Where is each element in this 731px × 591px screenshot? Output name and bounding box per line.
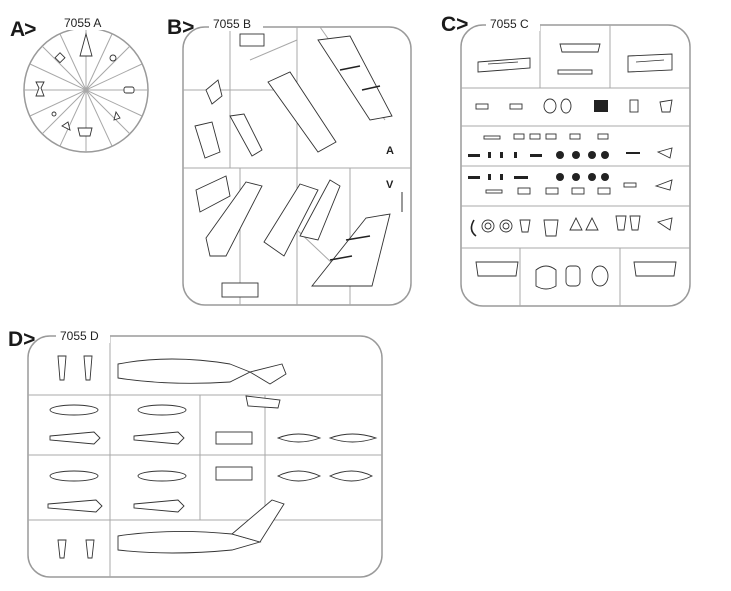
part-b-wing-panel-lines	[339, 65, 381, 91]
part-d-fuselage-lower	[117, 530, 262, 554]
sprue-c-code-bg	[486, 16, 540, 31]
part-c-small-r1-3	[543, 98, 557, 114]
part-c-canopy-right	[633, 261, 677, 277]
part-d-drop-tank-2	[328, 433, 378, 443]
part-d-pitot-1	[57, 355, 67, 381]
sprue-b-marker-lower: V	[386, 179, 394, 191]
part-c-rod	[557, 69, 593, 75]
part-d-tank-2	[137, 404, 187, 416]
part-a-small-1	[54, 52, 66, 64]
part-b-wing-lower-panel-lines	[329, 235, 371, 261]
part-d-drop-tank-3	[276, 470, 322, 482]
sprue-c-gates	[461, 25, 690, 306]
sprue-c-code: 7055 C	[490, 17, 529, 31]
part-d-tail-lower	[231, 499, 285, 543]
part-c-wheel	[591, 265, 609, 287]
sprue-c-letter: C>	[441, 13, 468, 36]
part-b-small-1	[205, 79, 223, 105]
sprue-c	[460, 24, 691, 307]
sprue-b-letter: B>	[167, 16, 194, 39]
part-b-fin-4	[299, 179, 341, 241]
sprue-d	[27, 335, 383, 578]
sprue-d-gates	[28, 336, 382, 577]
sprue-b-code: 7055 B	[213, 17, 251, 31]
sprue-d-frame	[27, 335, 383, 578]
part-d-pylon-1	[49, 431, 101, 445]
part-c-row-6	[470, 215, 673, 237]
part-a-small-6	[61, 121, 71, 131]
sprue-a-letter: A>	[10, 18, 36, 41]
sprue-d-code: 7055 D	[60, 329, 99, 343]
part-d-fuselage-upper	[117, 358, 252, 384]
part-d-part-5	[57, 539, 67, 559]
sprue-d-code-bg	[56, 328, 110, 343]
sprue-b-marker-upper: A	[386, 145, 394, 157]
sprue-a	[23, 27, 149, 153]
part-b-wing-lower-left	[205, 181, 263, 257]
part-c-row-3	[468, 147, 673, 159]
part-c-seat-2	[565, 265, 581, 287]
part-c-cockpit-top	[559, 43, 601, 53]
part-d-tank-4	[137, 470, 187, 482]
part-b-wing-upper-right	[317, 35, 393, 121]
part-c-cockpit-left	[477, 57, 531, 73]
part-c-row-5	[485, 187, 611, 195]
part-d-pitot-2	[83, 355, 93, 381]
part-d-stabilizer-upper	[245, 395, 281, 409]
sprue-b-code-bg	[209, 16, 263, 31]
part-a-small-4	[123, 86, 135, 94]
part-c-small-r1-7	[659, 99, 673, 113]
part-d-drop-tank-4	[328, 470, 374, 482]
part-c-cockpit-right-detail	[635, 59, 665, 63]
part-d-pylon-2	[133, 431, 185, 445]
part-d-block-1	[215, 431, 253, 445]
part-c-canopy-left	[475, 261, 519, 277]
part-d-part-6	[85, 539, 95, 559]
part-b-fin-3	[195, 175, 231, 213]
part-d-block-2	[215, 466, 253, 481]
part-a-small-7	[77, 127, 93, 137]
sprue-b	[182, 26, 412, 306]
part-c-seat-1	[535, 265, 557, 290]
part-c-small-r1-6	[629, 99, 639, 113]
part-b-fin-1	[194, 121, 221, 159]
part-c-row-2	[483, 133, 609, 140]
part-a-small-2	[109, 54, 117, 62]
part-a-nose-cone	[79, 32, 93, 57]
part-b-wing-lower-middle	[263, 183, 319, 257]
part-b-fin-2	[229, 113, 263, 157]
part-c-small-r1-4	[560, 98, 572, 114]
part-a-small-3	[35, 81, 45, 97]
sprue-d-letter: D>	[8, 328, 35, 351]
part-c-cockpit-right	[627, 53, 673, 73]
part-d-pylon-3	[47, 499, 103, 513]
part-b-block-top	[239, 33, 265, 47]
part-d-drop-tank-1	[276, 433, 322, 443]
part-d-tank-1	[49, 404, 99, 416]
sprue-a-code-bg	[60, 15, 114, 30]
part-c-small-r1-5	[594, 100, 608, 112]
part-a-small-8	[113, 110, 121, 121]
part-d-tank-3	[49, 470, 99, 482]
part-a-small-5	[51, 111, 57, 117]
part-c-small-r1-1	[475, 103, 489, 110]
part-c-cockpit-left-detail	[487, 61, 519, 65]
sprue-a-code: 7055 A	[64, 16, 101, 30]
part-d-tail-upper	[248, 363, 287, 385]
part-b-wing-upper-left	[267, 71, 337, 153]
part-d-pylon-4	[133, 499, 185, 513]
part-b-block-bottom	[221, 282, 259, 298]
part-b-wing-lower-right	[311, 213, 391, 287]
part-c-row-4	[468, 173, 673, 191]
part-c-small-r1-2	[509, 103, 523, 110]
